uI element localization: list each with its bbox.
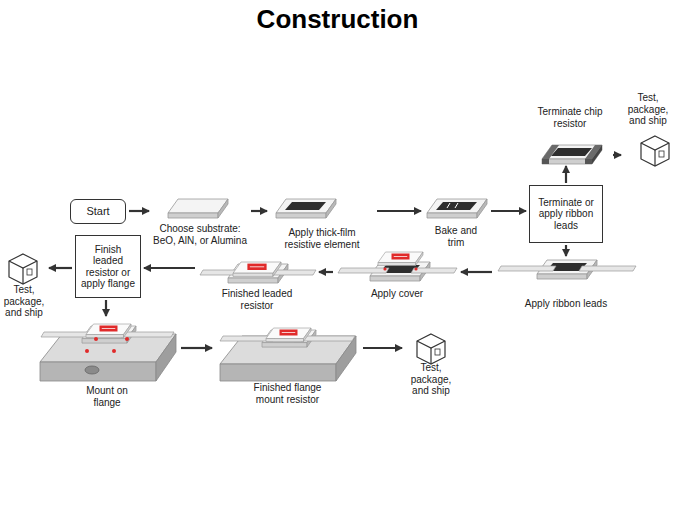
step-caption: Choose substrate: BeO, AlN, or Alumina [152,223,248,246]
trimmed-slab [427,199,487,218]
flow-arrow [363,347,402,349]
flow-arrow [144,267,195,269]
step-caption: Apply cover [336,288,458,300]
chip-resistor [542,145,602,164]
process-step: Apply ribbon leads [495,258,637,316]
flow-arrow [491,210,526,212]
process-step: Mount on flange [36,318,178,414]
process-step: Apply thick-film resistive element [270,197,374,253]
step-caption: Test, package, and ship [2,284,46,319]
flow-arrow [565,245,567,256]
step-caption: Apply thick-film resistive element [270,227,374,250]
flow-arrow [49,267,72,269]
flow-arrow [105,300,107,316]
diagram-title: Construction [0,4,675,35]
process-step: Finished flange mount resistor [215,322,360,420]
step-caption: Finished flange mount resistor [248,382,328,405]
flow-arrow [319,271,333,273]
process-step: Finished leaded resistor [198,256,316,314]
start-terminal: Start [70,199,126,224]
step-caption: Apply ribbon leads [495,298,637,310]
step-caption: Bake and trim [428,225,484,248]
package-icon [417,334,445,364]
step-caption: Test, package, and ship [405,362,457,397]
ribbon-lead-assembly [498,260,636,279]
box-label: Start [86,205,109,218]
flow-arrow [565,166,567,183]
process-step: Bake and trim [424,197,488,253]
box-label: Terminate or apply ribbon leads [534,197,598,232]
ship-step: Test, package, and ship [624,92,672,167]
ship-step: Test, package, and ship [405,332,457,402]
box-label: Finish leaded resistor or apply flange [80,244,136,290]
process-step: Apply cover [336,250,458,304]
ship-step: Test, package, and ship [2,253,46,323]
decision-box: Terminate or apply ribbon leads [529,185,603,243]
flange-assembly [40,324,176,381]
process-step: Choose substrate: BeO, AlN, or Alumina [152,197,248,261]
flow-arrow [181,347,212,349]
package-icon [9,254,37,284]
substrate-slab [168,199,228,218]
package-icon [641,136,669,166]
decision-box: Finish leaded resistor or apply flange [75,235,141,298]
step-caption: Test, package, and ship [624,92,672,127]
flow-arrow [613,154,621,156]
process-step: Terminate chip resistor [530,106,610,164]
flow-arrow [251,210,267,212]
step-caption: Finished leaded resistor [215,288,299,311]
flange-mount-resistor [220,328,356,381]
step-caption: Terminate chip resistor [532,106,608,129]
flow-arrow [129,210,149,212]
leaded-resistor [200,262,316,283]
cover-assembly [338,252,457,281]
flow-arrow [377,210,421,212]
step-caption: Mount on flange [72,385,142,408]
flow-arrow [461,271,492,273]
thick-film-slab [276,199,336,218]
